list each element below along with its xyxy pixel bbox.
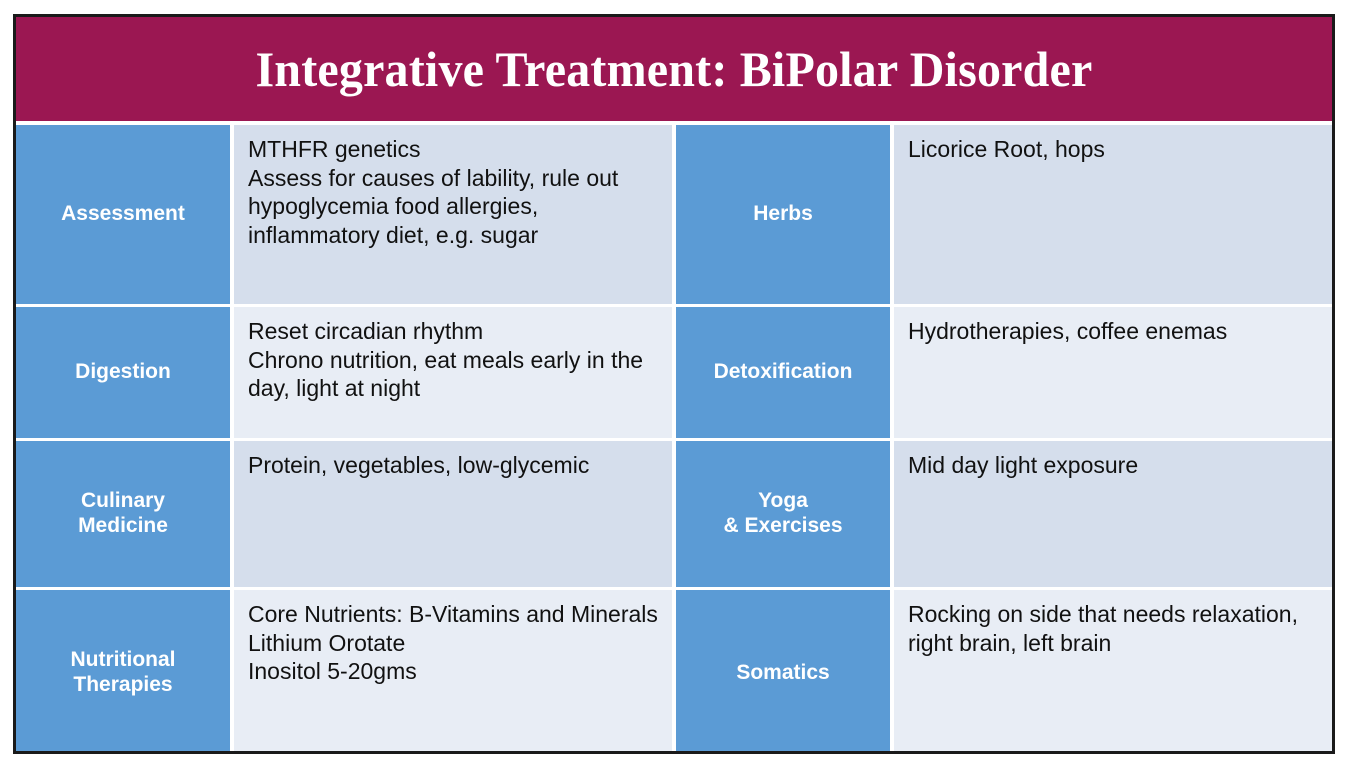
- table-cell-pair-left: Nutritional Therapies Core Nutrients: B-…: [16, 590, 674, 751]
- title-banner: Integrative Treatment: BiPolar Disorder: [16, 17, 1332, 121]
- page-title: Integrative Treatment: BiPolar Disorder: [255, 40, 1093, 97]
- category-label-herbs: Herbs: [676, 125, 890, 304]
- category-content-yoga-exercises: Mid day light exposure: [894, 441, 1332, 587]
- table-cell-pair-right: Herbs Licorice Root, hops: [674, 125, 1332, 304]
- category-content-somatics: Rocking on side that needs relaxation, r…: [894, 590, 1332, 751]
- category-content-detoxification: Hydrotherapies, coffee enemas: [894, 307, 1332, 438]
- slide-inner: Integrative Treatment: BiPolar Disorder …: [16, 17, 1332, 751]
- category-content-nutritional-therapies: Core Nutrients: B-Vitamins and Minerals …: [234, 590, 672, 751]
- table-cell-pair-left: Assessment MTHFR genetics Assess for cau…: [16, 125, 674, 304]
- table-cell-pair-left: Digestion Reset circadian rhythm Chrono …: [16, 307, 674, 438]
- category-content-digestion: Reset circadian rhythm Chrono nutrition,…: [234, 307, 672, 438]
- category-label-yoga-exercises: Yoga & Exercises: [676, 441, 890, 587]
- table-row: Culinary Medicine Protein, vegetables, l…: [16, 441, 1332, 587]
- category-label-culinary-medicine: Culinary Medicine: [16, 441, 230, 587]
- category-label-detoxification: Detoxification: [676, 307, 890, 438]
- category-content-assessment: MTHFR genetics Assess for causes of labi…: [234, 125, 672, 304]
- table-cell-pair-left: Culinary Medicine Protein, vegetables, l…: [16, 441, 674, 587]
- table-cell-pair-right: Detoxification Hydrotherapies, coffee en…: [674, 307, 1332, 438]
- category-label-digestion: Digestion: [16, 307, 230, 438]
- table-cell-pair-right: Yoga & Exercises Mid day light exposure: [674, 441, 1332, 587]
- table-row: Digestion Reset circadian rhythm Chrono …: [16, 307, 1332, 438]
- treatment-table: Assessment MTHFR genetics Assess for cau…: [16, 121, 1332, 751]
- table-row: Assessment MTHFR genetics Assess for cau…: [16, 125, 1332, 304]
- table-row: Nutritional Therapies Core Nutrients: B-…: [16, 590, 1332, 751]
- table-cell-pair-right: Somatics Rocking on side that needs rela…: [674, 590, 1332, 751]
- category-label-nutritional-therapies: Nutritional Therapies: [16, 590, 230, 751]
- category-label-somatics: Somatics: [676, 590, 890, 751]
- category-label-assessment: Assessment: [16, 125, 230, 304]
- category-content-culinary-medicine: Protein, vegetables, low-glycemic: [234, 441, 672, 587]
- category-content-herbs: Licorice Root, hops: [894, 125, 1332, 304]
- slide-frame: Integrative Treatment: BiPolar Disorder …: [13, 14, 1335, 754]
